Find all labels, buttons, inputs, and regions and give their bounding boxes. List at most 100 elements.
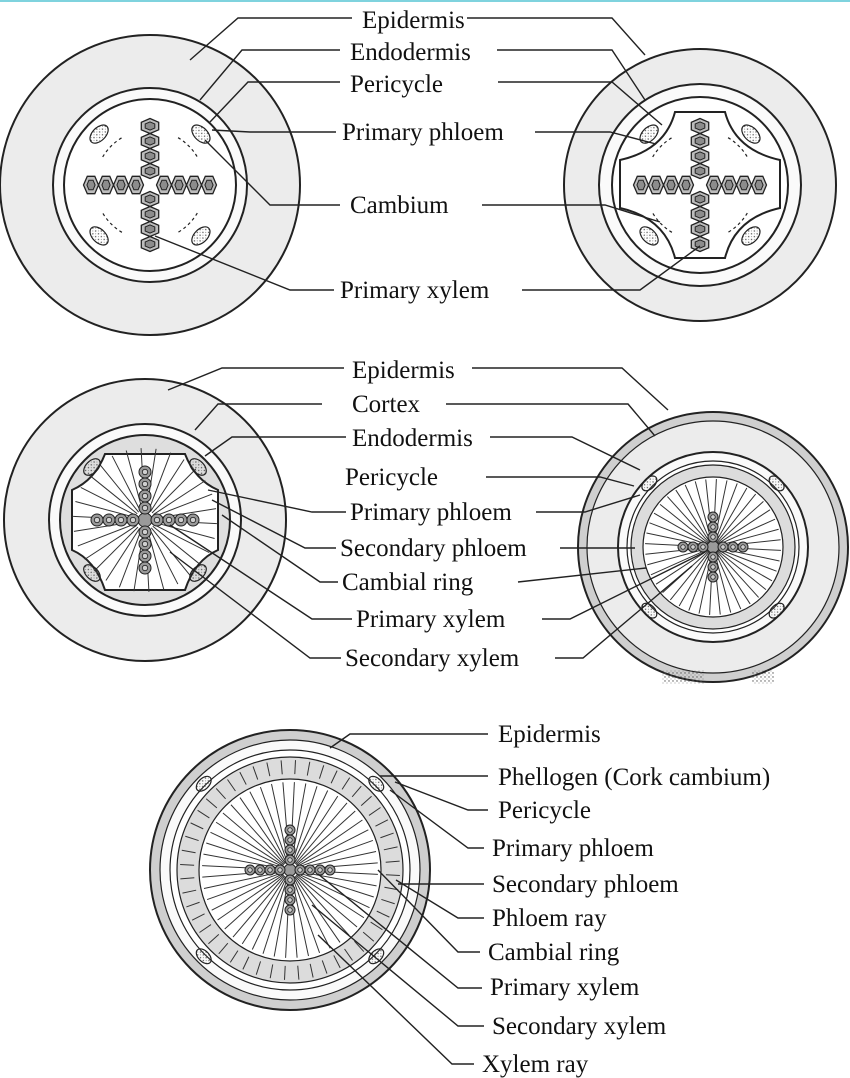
xylem-vessel-lumen — [142, 469, 147, 474]
xylem-vessel-lumen — [190, 517, 195, 522]
stage1-left-section — [0, 35, 300, 335]
phloem-ray-line — [386, 875, 400, 876]
stage3-label-secondary-phloem: Secondary phloem — [492, 871, 679, 898]
xylem-vessel-lumen — [145, 137, 155, 145]
xylem-vessel-lumen — [94, 517, 99, 522]
xylem-vessel-lumen — [298, 868, 303, 873]
xylem-vessel-lumen — [142, 553, 147, 558]
xylem-vessel-lumen — [288, 898, 293, 903]
xylem-vessel-lumen — [248, 868, 253, 873]
xylem-vessel-lumen — [711, 555, 716, 560]
xylem-vessel-lumen — [328, 868, 333, 873]
stage2-label-pericycle: Pericycle — [345, 464, 438, 491]
stage2-label-epidermis: Epidermis — [352, 357, 455, 384]
stage2-label-primary-phloem: Primary phloem — [350, 499, 512, 526]
xylem-vessel-lumen — [132, 180, 140, 190]
xylem-vessel-lumen — [288, 908, 293, 913]
xylem-vessel-lumen — [695, 152, 705, 160]
stage2-label-primary-xylem: Primary xylem — [356, 606, 506, 633]
xylem-vessel-lumen — [142, 481, 147, 486]
xylem-vessel-lumen — [695, 210, 705, 218]
xylem-vessel-lumen — [142, 493, 147, 498]
stage2-right-crack-1 — [662, 670, 704, 684]
xylem-vessel-lumen — [160, 180, 168, 190]
xylem-vessel-lumen — [318, 868, 323, 873]
xylem-vessel-lumen — [725, 180, 733, 190]
stage2-leader-cortex-right — [446, 404, 655, 436]
xylem-vessel-lumen — [710, 180, 718, 190]
xylem-vessel-lumen — [652, 180, 660, 190]
xylem-vessel-lumen — [691, 545, 696, 550]
xylem-vessel-lumen — [695, 225, 705, 233]
xylem-vessel-lumen — [278, 868, 283, 873]
stage1-label-epidermis: Epidermis — [362, 7, 465, 34]
xylem-vessel-lumen — [258, 868, 263, 873]
xylem-vessel-lumen — [175, 180, 183, 190]
xylem-vessel-lumen — [87, 180, 95, 190]
xylem-vessel-lumen — [117, 180, 125, 190]
xylem-vessel-lumen — [178, 517, 183, 522]
stage3-label-pericycle: Pericycle — [498, 797, 591, 824]
stage3-label-phloem-ray: Phloem ray — [492, 905, 607, 932]
xylem-vessel-lumen — [711, 515, 716, 520]
stage1-label-pericycle: Pericycle — [350, 71, 443, 98]
xylem-vessel-lumen — [190, 180, 198, 190]
xylem-vessel-lumen — [288, 858, 293, 863]
stage1-right-section — [564, 49, 836, 321]
stage1-label-primary-xylem: Primary xylem — [340, 277, 490, 304]
xylem-vessel-lumen — [154, 517, 159, 522]
stage3-label-cambial-ring: Cambial ring — [488, 939, 620, 966]
stage1-label-endodermis: Endodermis — [350, 39, 471, 66]
xylem-vessel-lumen — [166, 517, 171, 522]
xylem-vessel-lumen — [682, 180, 690, 190]
xylem-centre — [138, 513, 152, 527]
xylem-vessel-lumen — [288, 888, 293, 893]
xylem-vessel-lumen — [695, 240, 705, 248]
xylem-vessel-lumen — [288, 838, 293, 843]
stage2-leader-epidermis-left — [168, 368, 344, 390]
xylem-vessel-lumen — [711, 525, 716, 530]
phloem-ray-line — [295, 760, 296, 774]
xylem-vessel-lumen — [288, 878, 293, 883]
stage1-label-cambium: Cambium — [350, 192, 449, 219]
stage2: Epidermis Cortex Endodermis Pericycle Pr… — [4, 357, 848, 684]
xylem-vessel-lumen — [308, 868, 313, 873]
xylem-vessel-lumen — [721, 545, 726, 550]
xylem-vessel-lumen — [288, 848, 293, 853]
xylem-vessel-lumen — [130, 517, 135, 522]
stage2-label-cambial-ring: Cambial ring — [342, 569, 474, 596]
xylem-vessel-lumen — [681, 545, 686, 550]
xylem-vessel-lumen — [145, 122, 155, 130]
stage3: Epidermis Phellogen (Cork cambium) Peric… — [150, 721, 770, 1078]
xylem-vessel-lumen — [145, 195, 155, 203]
xylem-centre — [284, 864, 296, 876]
stage3-label-secondary-xylem: Secondary xylem — [492, 1013, 667, 1040]
xylem-vessel-lumen — [695, 137, 705, 145]
xylem-vessel-lumen — [142, 541, 147, 546]
xylem-vessel-lumen — [268, 868, 273, 873]
xylem-vessel-lumen — [701, 545, 706, 550]
stage1: Epidermis Endodermis Pericycle Primary p… — [0, 7, 836, 335]
stage2-label-secondary-phloem: Secondary phloem — [340, 535, 527, 562]
stage2-label-secondary-xylem: Secondary xylem — [345, 645, 520, 672]
stage2-label-endodermis: Endodermis — [352, 425, 473, 452]
xylem-vessel-lumen — [205, 180, 213, 190]
xylem-vessel-lumen — [711, 575, 716, 580]
xylem-vessel-lumen — [711, 565, 716, 570]
xylem-vessel-lumen — [288, 828, 293, 833]
phloem-ray-line — [285, 966, 286, 980]
xylem-vessel-lumen — [142, 505, 147, 510]
stage3-label-primary-xylem: Primary xylem — [490, 974, 640, 1001]
xylem-vessel-lumen — [142, 529, 147, 534]
xylem-vessel-lumen — [145, 210, 155, 218]
xylem-vessel-lumen — [145, 225, 155, 233]
stage2-left-section — [4, 379, 286, 661]
xylem-vessel-lumen — [695, 122, 705, 130]
xylem-vessel-lumen — [711, 535, 716, 540]
stage2-right-crack-2 — [752, 670, 774, 684]
xylem-vessel-lumen — [145, 152, 155, 160]
stage1-label-primary-phloem: Primary phloem — [342, 119, 504, 146]
xylem-vessel-lumen — [145, 240, 155, 248]
xylem-centre — [707, 541, 719, 553]
